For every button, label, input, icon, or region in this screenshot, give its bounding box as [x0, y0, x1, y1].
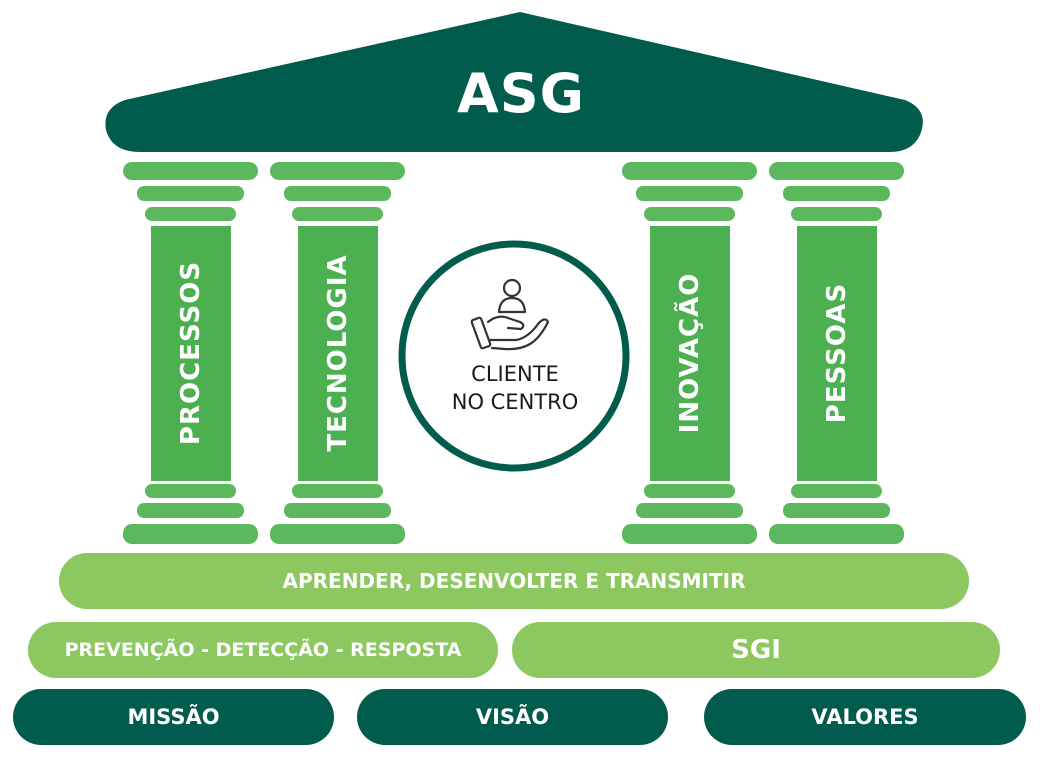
- pillar-label-inovacao: INOVAÇÃO: [675, 272, 705, 434]
- level1-label: APRENDER, DESENVOLTER E TRANSMITIR: [282, 569, 746, 593]
- level2-left-label: PREVENÇÃO - DETECÇÃO - RESPOSTA: [64, 639, 462, 661]
- level2-right-label: SGI: [731, 635, 781, 665]
- roof-title: ASG: [456, 61, 585, 125]
- roof: [105, 12, 923, 152]
- center-label: CLIENTE NO CENTRO: [410, 360, 620, 416]
- pillar-label-tecnologia: TECNOLOGIA: [323, 254, 353, 452]
- center-label-line1: CLIENTE: [471, 362, 559, 386]
- band-level1: [59, 553, 969, 609]
- pillar-processos: [123, 162, 258, 544]
- pillar-inovacao: [622, 162, 757, 544]
- foundation-missao-label: MISSÃO: [127, 705, 220, 729]
- band-level2-right: [512, 622, 1000, 678]
- center-circle: [398, 240, 630, 472]
- foundation-valores-label: VALORES: [811, 705, 919, 729]
- pillar-label-processos: PROCESSOS: [176, 260, 206, 446]
- pillar-tecnologia: [270, 162, 405, 544]
- foundation-missao: [13, 689, 334, 745]
- hand-holding-person-icon: [470, 278, 550, 351]
- pillar-label-pessoas: PESSOAS: [822, 282, 852, 424]
- foundation-valores: [704, 689, 1026, 745]
- center-label-line2: NO CENTRO: [451, 390, 579, 414]
- pillar-pessoas: [769, 162, 904, 544]
- foundation-visao: [357, 689, 668, 745]
- foundation-visao-label: VISÃO: [475, 705, 550, 729]
- band-level2-left: [28, 622, 498, 678]
